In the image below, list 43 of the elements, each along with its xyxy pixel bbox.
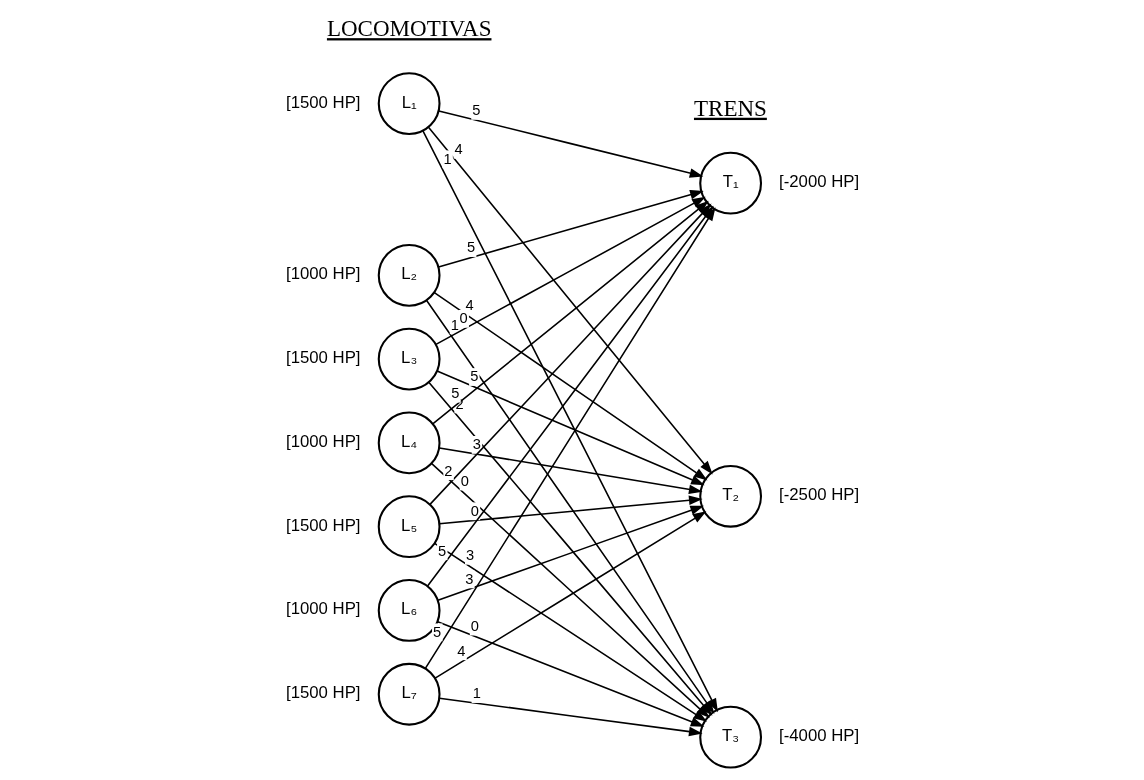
node-label: [1500 HP] (285, 515, 361, 535)
edge-label: 0 (470, 502, 479, 519)
node-label: [-2000 HP] (778, 172, 859, 192)
node-circle: L₄ (377, 411, 441, 475)
arrow (437, 190, 704, 268)
arrow (438, 495, 703, 525)
edge-label: 0 (460, 472, 469, 489)
edge-label: 5 (432, 623, 441, 640)
node-circle: L₂ (377, 243, 441, 307)
edge-label: 4 (454, 141, 463, 158)
arrow (438, 447, 703, 495)
edge-label: 2 (443, 462, 453, 479)
arrow (437, 110, 703, 178)
label: TRENS (693, 94, 767, 121)
edge-label: 5 (469, 368, 478, 385)
edge-label: 3 (472, 436, 481, 453)
node-label: [1500 HP] (285, 92, 361, 112)
edge-label: 3 (464, 570, 473, 587)
edge-label: 1 (472, 685, 481, 702)
node-label: [1000 HP] (285, 264, 361, 284)
edge-label: 0 (459, 310, 468, 327)
edge-label: 1 (450, 316, 459, 333)
edge-label: 3 (465, 547, 474, 564)
edge-label: 1 (442, 150, 452, 167)
arrow (436, 620, 704, 727)
node-circle: L₁ (377, 72, 441, 135)
node-circle: L₇ (377, 662, 441, 726)
node-circle: T₂ (698, 464, 762, 528)
edge-label: 5 (466, 239, 475, 256)
edge-label: 5 (471, 102, 480, 119)
arrow (438, 697, 703, 737)
node-label: [1500 HP] (285, 683, 361, 703)
node-circle: L₃ (377, 327, 441, 391)
edge-label: 4 (456, 642, 466, 659)
node-label: [-2500 HP] (778, 485, 859, 505)
node-label: [1000 HP] (285, 431, 361, 451)
node-label: [1000 HP] (285, 599, 361, 619)
edge-label: 0 (470, 618, 479, 634)
node-label: [-4000 HP] (778, 726, 859, 746)
label: LOCOMOTIVAS (326, 15, 491, 42)
node-label: [1500 HP] (285, 348, 361, 368)
edge-label: 5 (437, 542, 446, 559)
arrow (434, 196, 706, 346)
